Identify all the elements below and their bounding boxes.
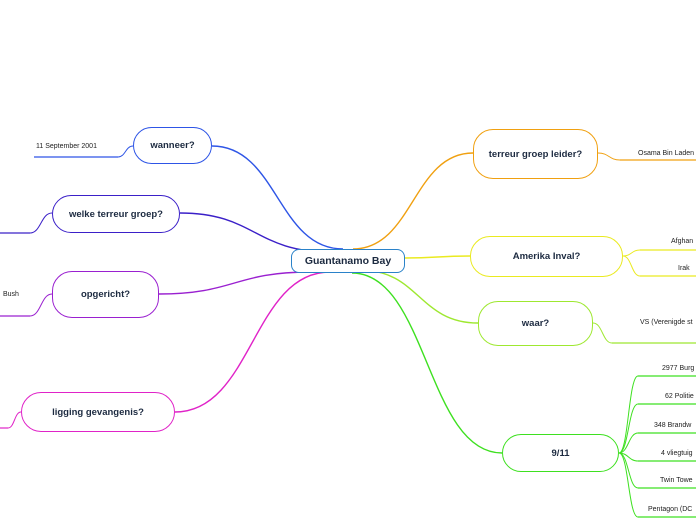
leaf-connector-opgericht-0	[29, 293, 53, 317]
leaf-label-opgericht[interactable]: Bush	[3, 291, 19, 298]
connector-terreur-groep	[179, 212, 331, 253]
branch-label-ligging: ligging gevangenis?	[52, 406, 144, 418]
leaf-label-leider[interactable]: Osama Bin Laden	[638, 150, 695, 157]
branch-node-waar[interactable]: waar?	[478, 301, 593, 346]
branch-node-wanneer[interactable]: wanneer?	[133, 127, 212, 164]
connector-lines	[158, 145, 503, 454]
leaf-label-nine-eleven-4[interactable]: 4 vliegtuig	[661, 450, 693, 457]
branch-label-leider: terreur groep leider?	[488, 148, 583, 160]
leaf-connector-wanneer-0	[117, 145, 134, 158]
branch-node-nine-eleven[interactable]: 9/11	[502, 434, 619, 472]
leaf-connector-nine-eleven-0	[618, 375, 639, 454]
connector-opgericht	[158, 271, 311, 295]
branch-label-terreur-groep: welke terreur groep?	[69, 208, 163, 220]
connector-inval	[404, 255, 471, 259]
leaf-label-wanneer[interactable]: 11 September 2001	[36, 143, 97, 150]
branch-label-opgericht: opgericht?	[80, 289, 131, 300]
leaf-connector-ligging-0	[7, 411, 22, 429]
leaf-connector-nine-eleven-5	[618, 452, 639, 518]
branch-label-wanneer: wanneer?	[150, 140, 195, 151]
connector-ligging	[174, 271, 331, 413]
branch-node-inval[interactable]: Amerika Inval?	[470, 236, 623, 277]
leaf-connector-terreur-groep-0	[29, 212, 53, 234]
leaf-label-nine-eleven-3[interactable]: 348 Brandw	[654, 422, 692, 429]
leaf-connector-inval-1	[622, 255, 641, 277]
leaf-underlines	[0, 145, 696, 518]
leaf-connector-inval-0	[622, 249, 641, 257]
connector-leider	[352, 152, 474, 250]
connector-wanneer	[211, 145, 344, 250]
leaf-connector-waar-0	[592, 322, 613, 344]
branch-node-opgericht[interactable]: opgericht?	[52, 271, 159, 318]
central-topic-node[interactable]: Guantanamo Bay	[291, 249, 405, 273]
branch-node-ligging[interactable]: ligging gevangenis?	[21, 392, 175, 432]
leaf-label-nine-eleven-6[interactable]: Pentagon (DC	[648, 506, 693, 513]
leaf-label-inval-1[interactable]: Afghan	[671, 238, 694, 245]
branch-node-leider[interactable]: terreur groep leider?	[473, 129, 598, 179]
leaf-connector-nine-eleven-1	[618, 403, 639, 454]
leaf-label-nine-eleven-1[interactable]: 2977 Burg	[662, 365, 695, 372]
leaf-label-inval-2[interactable]: Irak	[678, 265, 690, 272]
leaf-label-nine-eleven-5[interactable]: Twin Towe	[660, 477, 693, 484]
leaf-label-waar[interactable]: VS (Verenigde st	[640, 319, 693, 326]
central-topic-label: Guantanamo Bay	[304, 255, 392, 267]
leaf-connector-leider-0	[597, 152, 621, 161]
branch-label-waar: waar?	[521, 318, 550, 329]
branch-node-terreur-groep[interactable]: welke terreur groep?	[52, 195, 180, 233]
leaf-label-nine-eleven-2[interactable]: 62 Politie	[665, 393, 694, 400]
leaf-connector-nine-eleven-2	[618, 432, 639, 454]
connector-nine-eleven	[351, 272, 503, 454]
branch-label-nine-eleven: 9/11	[551, 447, 570, 459]
branch-label-inval: Amerika Inval?	[512, 251, 581, 262]
connector-waar	[359, 269, 479, 324]
